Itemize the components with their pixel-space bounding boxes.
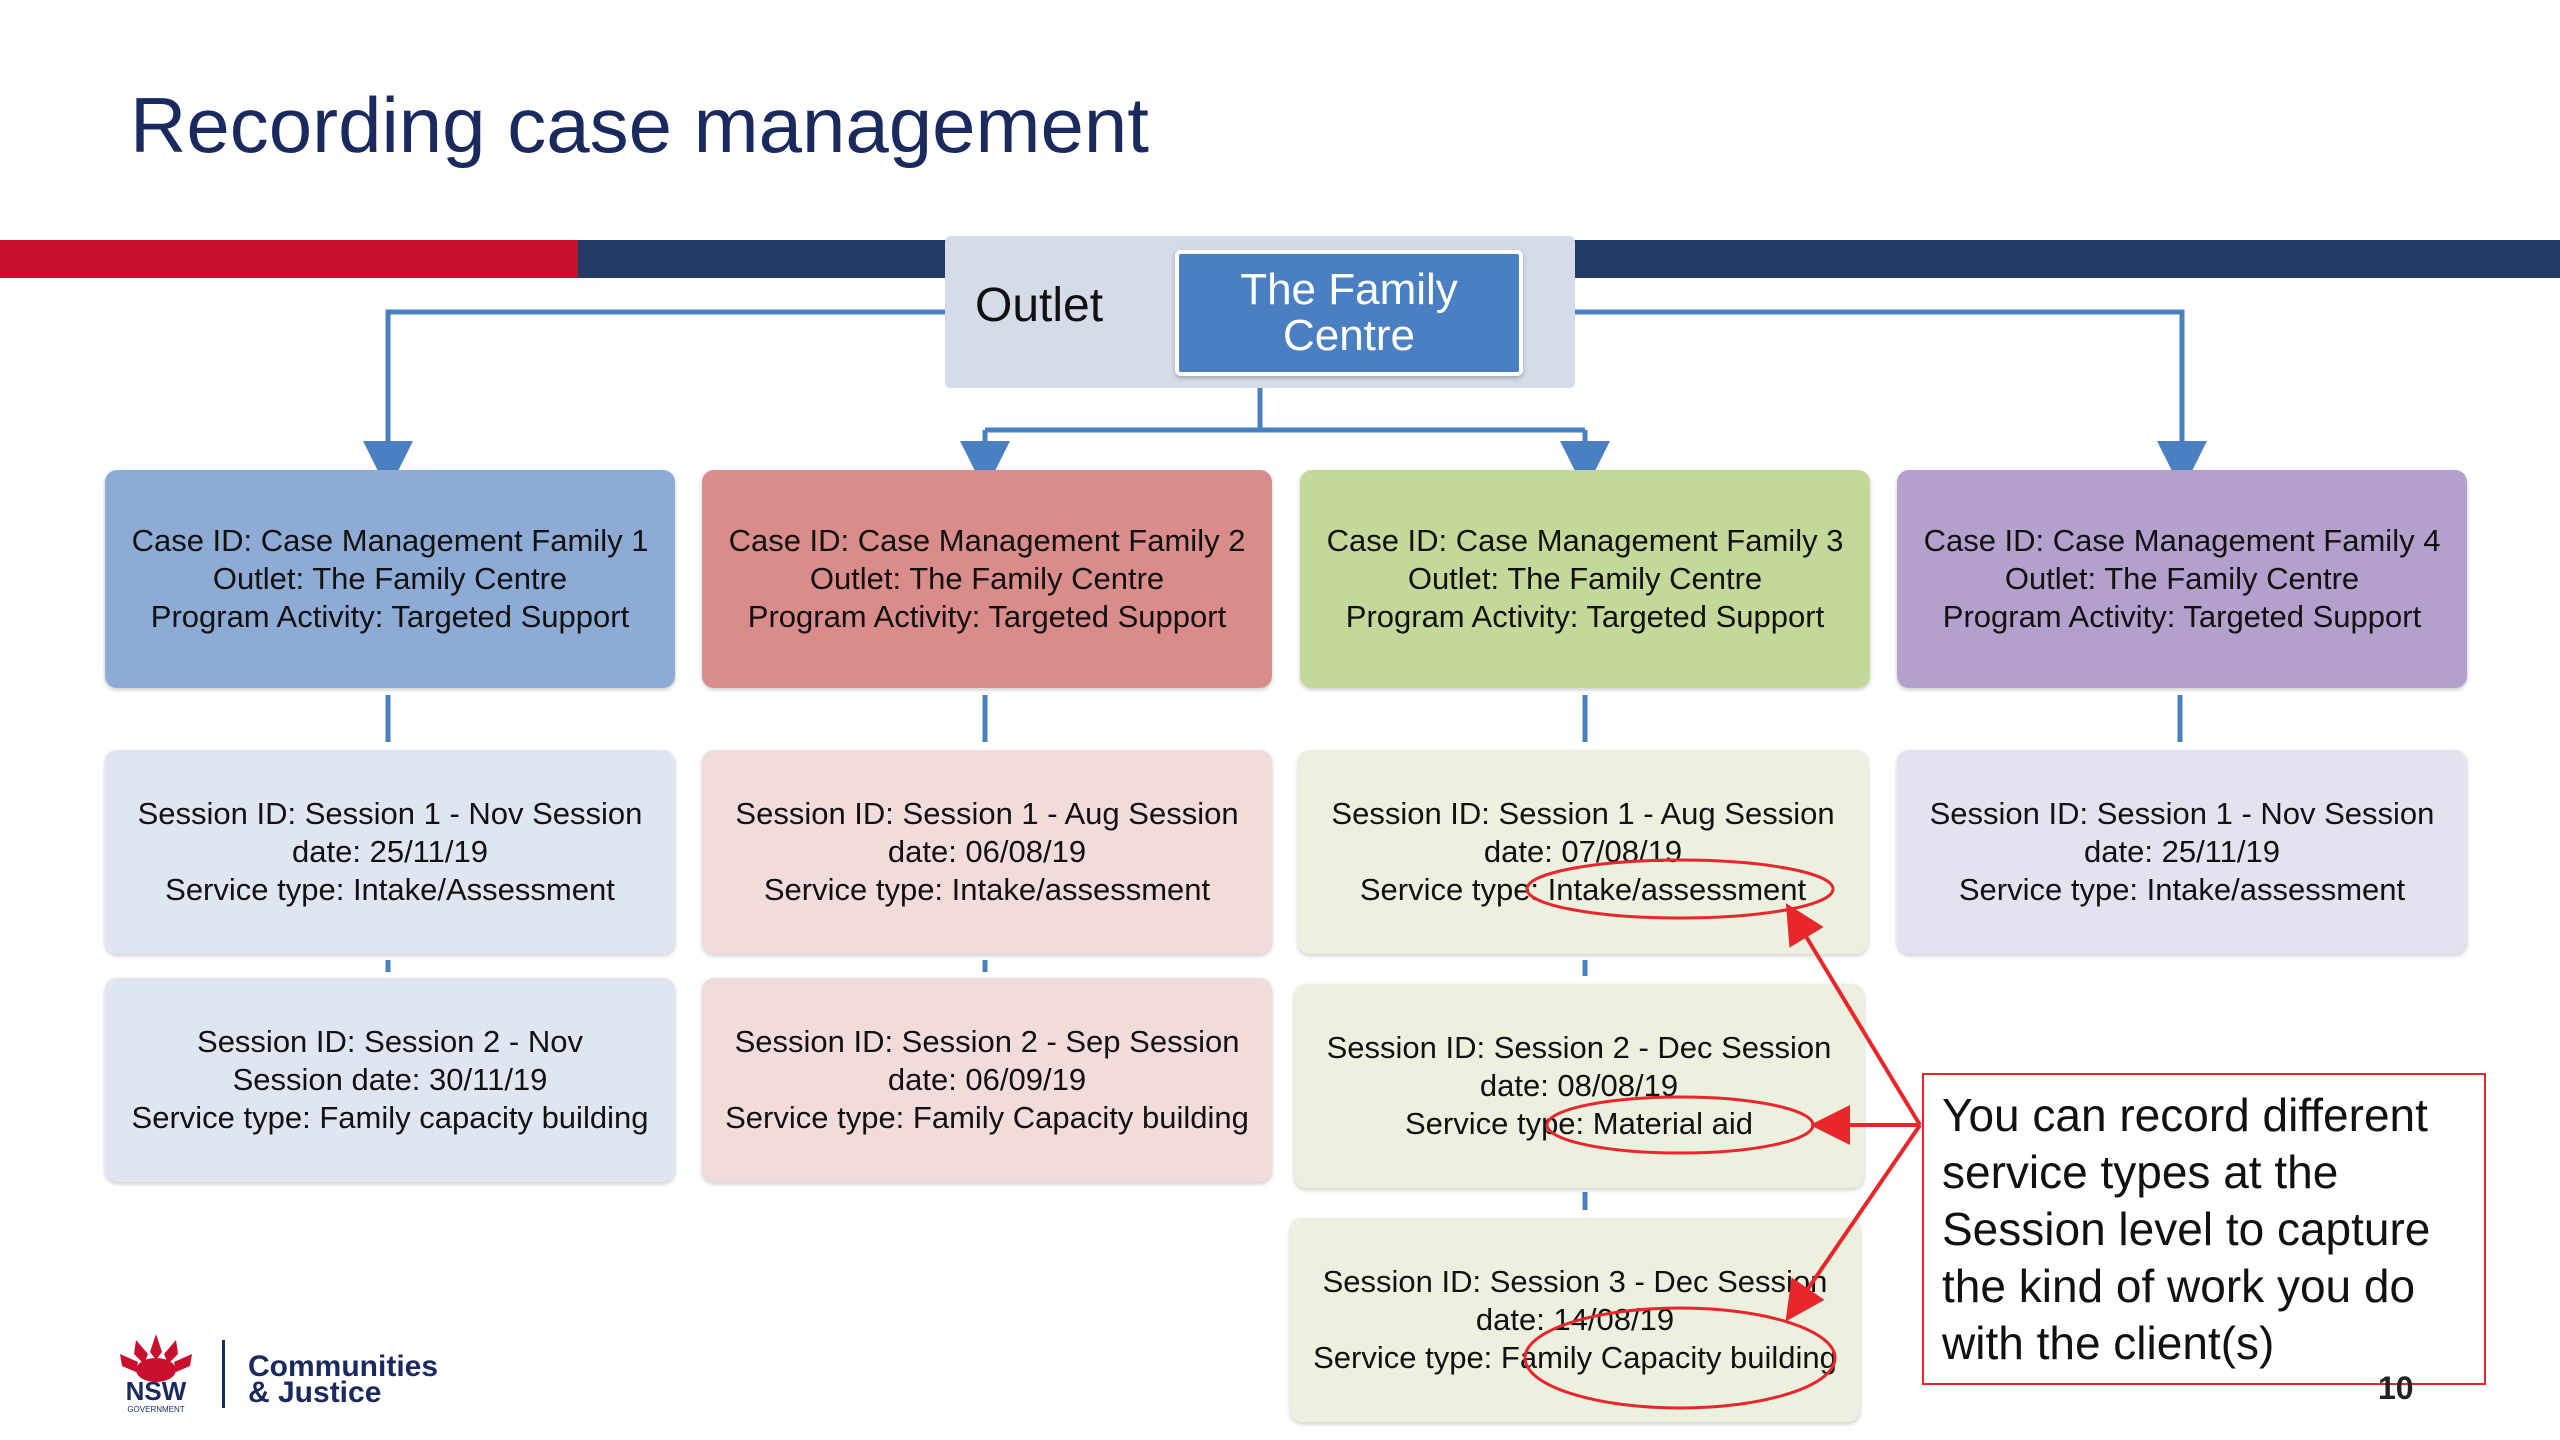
session-service-type: Service type: Intake/Assessment xyxy=(165,872,615,907)
case-program: Program Activity: Targeted Support xyxy=(747,599,1227,634)
session-service-type: Service type: Intake/assessment xyxy=(1958,872,2406,907)
government-wordmark: GOVERNMENT xyxy=(127,1405,184,1414)
session-service-type: Service type: Material aid xyxy=(1404,1106,1754,1141)
case-box-family2: Case ID: Case Management Family 2 Outlet… xyxy=(702,470,1272,688)
session-box-family2-2: Session ID: Session 2 - Sep Session date… xyxy=(702,978,1272,1182)
session-id: Session ID: Session 2 - Sep Session xyxy=(734,1024,1240,1059)
brand-name: Communities & Justice xyxy=(248,1350,439,1409)
session-box-family4-1: Session ID: Session 1 - Nov Session date… xyxy=(1897,750,2467,954)
session-date: date: 25/11/19 xyxy=(292,834,488,869)
callout-arrow-intake xyxy=(1785,903,1922,1127)
session-date: Session date: 30/11/19 xyxy=(232,1062,548,1097)
callout-arrow-family-capacity xyxy=(1785,1123,1922,1322)
case-id: Case ID: Case Management Family 2 xyxy=(728,523,1246,558)
session-id: Session ID: Session 1 - Aug Session xyxy=(1331,796,1835,831)
case-id: Case ID: Case Management Family 3 xyxy=(1326,523,1844,558)
session-id: Session ID: Session 1 - Aug Session xyxy=(735,796,1239,831)
session-date: date: 14/08/19 xyxy=(1475,1302,1675,1337)
case-outlet: Outlet: The Family Centre xyxy=(809,561,1165,596)
session-service-type: Service type: Intake/assessment xyxy=(1359,872,1807,907)
callout-note: You can record different service types a… xyxy=(1922,1073,2486,1385)
connector-outlet-family1 xyxy=(363,309,945,491)
case-id: Case ID: Case Management Family 4 xyxy=(1923,523,2441,558)
brand-line2: & Justice xyxy=(248,1376,382,1409)
case-outlet: Outlet: The Family Centre xyxy=(1407,561,1763,596)
session-service-type: Service type: Intake/assessment xyxy=(763,872,1211,907)
session-date: date: 25/11/19 xyxy=(2084,834,2280,869)
session-id: Session ID: Session 2 - Dec Session xyxy=(1326,1030,1832,1065)
session-date: date: 07/08/19 xyxy=(1483,834,1683,869)
slide-title: Recording case management xyxy=(130,81,1149,169)
case-program: Program Activity: Targeted Support xyxy=(1942,599,2422,634)
brand-line1: Communities xyxy=(248,1350,439,1383)
nsw-wordmark: NSW xyxy=(126,1376,187,1406)
case-box-family4: Case ID: Case Management Family 4 Outlet… xyxy=(1897,470,2467,688)
session-service-type: Service type: Family Capacity building xyxy=(1313,1340,1837,1375)
session-id: Session ID: Session 1 - Nov Session xyxy=(1929,796,2435,831)
case-program: Program Activity: Targeted Support xyxy=(1345,599,1825,634)
session-id: Session ID: Session 3 - Dec Session xyxy=(1322,1264,1828,1299)
session-box-family3-2: Session ID: Session 2 - Dec Session date… xyxy=(1294,984,1864,1188)
session-service-type: Service type: Family Capacity building xyxy=(725,1100,1249,1135)
waratah-flower-icon: NSW GOVERNMENT xyxy=(106,1330,206,1414)
connector-outlet-family4 xyxy=(1575,309,2207,491)
session-box-family1-2: Session ID: Session 2 - Nov Session date… xyxy=(105,978,675,1182)
session-box-family2-1: Session ID: Session 1 - Aug Session date… xyxy=(702,750,1272,954)
session-date: date: 06/09/19 xyxy=(887,1062,1087,1097)
session-box-family3-1: Session ID: Session 1 - Aug Session date… xyxy=(1298,750,1868,954)
logo-divider xyxy=(222,1340,225,1408)
case-outlet: Outlet: The Family Centre xyxy=(212,561,568,596)
case-outlet: Outlet: The Family Centre xyxy=(2004,561,2360,596)
session-service-type: Service type: Family capacity building xyxy=(131,1100,649,1135)
outlet-label: Outlet xyxy=(975,279,1104,332)
accent-bar-red xyxy=(0,240,578,278)
case-id: Case ID: Case Management Family 1 xyxy=(131,523,649,558)
page-number: 10 xyxy=(2378,1370,2414,1406)
highlight-ellipse-intake xyxy=(1525,858,1835,920)
highlight-ellipse-family-capacity xyxy=(1523,1306,1837,1410)
session-date: date: 06/08/19 xyxy=(887,834,1087,869)
session-box-family1-1: Session ID: Session 1 - Nov Session date… xyxy=(105,750,675,954)
session-id: Session ID: Session 1 - Nov Session xyxy=(137,796,643,831)
case-program: Program Activity: Targeted Support xyxy=(150,599,630,634)
case-box-family1: Case ID: Case Management Family 1 Outlet… xyxy=(105,470,675,688)
session-id: Session ID: Session 2 - Nov xyxy=(197,1024,583,1059)
outlet-name-box: The Family Centre xyxy=(1175,250,1523,376)
case-box-family3: Case ID: Case Management Family 3 Outlet… xyxy=(1300,470,1870,688)
highlight-ellipse-material-aid xyxy=(1545,1095,1815,1155)
